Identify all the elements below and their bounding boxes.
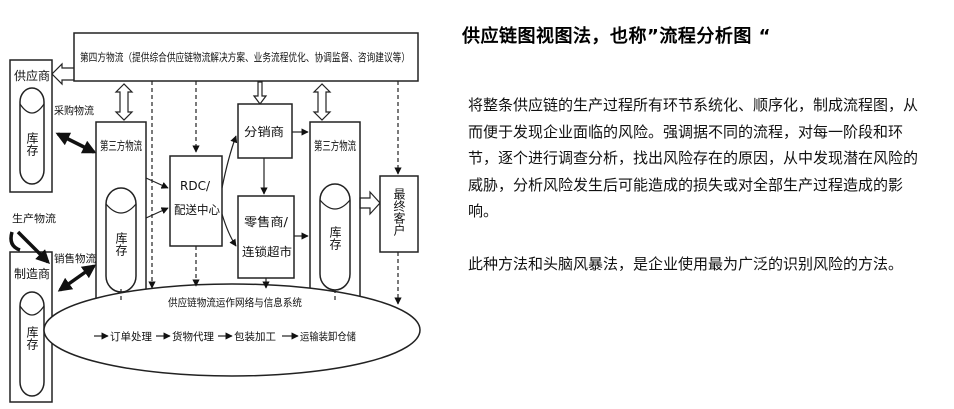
logistics-network-title: 供应链物流运作网络与信息系统 [168,296,302,309]
sales-logistics-arrow [57,264,97,292]
rdc-label-line1: RDC/ [180,179,211,193]
fourth-party-logistics-label: 第四方物流（提供综合供应链物流解决方案、业务流程优化、协调监督、咨询建议等） [80,50,410,64]
arrow-tpl-to-rdc-lower [145,207,169,219]
tpl-right-cylinder-rim [319,199,351,210]
retailer-box [237,195,295,279]
text-panel: 供应链图视图法，也称”流程分析图 “ 将整条供应链的生产过程所有环节系统化、顺序… [458,22,938,303]
arrow-rdc-to-retailer [221,213,237,247]
manufacturer-cylinder-rim [19,305,45,316]
retailer-label-line2: 连锁超市 [242,244,292,259]
page-title: 供应链图视图法，也称”流程分析图 “ [462,26,771,47]
production-curve [9,231,21,252]
ellipse-step-3: 运输装卸仓储 [300,330,356,343]
distributor-box [237,103,293,159]
purchase-logistics-label: 采购物流 [54,104,94,117]
ellipse-step-0: 订单处理 [110,331,152,343]
double-arrow-tpl-left [114,83,134,121]
supply-chain-diagram: 第四方物流（提供综合供应链物流解决方案、业务流程优化、协调监督、咨询建议等） 供… [9,32,421,403]
arrow-tpl-to-rdc-upper [145,177,169,189]
paragraph-1: 将整条供应链的生产过程所有环节系统化、顺序化，制成流程图，从而便于发现企业面临的… [468,96,919,220]
tpl-left-cylinder-rim [105,203,137,214]
ellipse-step-2: 包装加工 [234,330,276,343]
final-customer-label: 最终客户 [392,188,406,237]
production-logistics-arrow [16,230,50,264]
manufacturer-inventory-cylinder [19,291,45,397]
double-arrow-tpl-right [312,83,332,121]
logistics-network-ellipse [43,283,421,377]
production-logistics-label: 生产物流 [12,212,57,225]
hollow-arrow-distributor [252,81,268,105]
tpl-left-inventory-label: 库存 [114,231,128,256]
arrow-rdc-to-distributor [221,135,238,189]
paragraph-2: 此种方法和头脑风暴法，是企业使用最为广泛的识别风险的方法。 [468,254,904,273]
distributor-label: 分销商 [244,124,284,139]
supplier-inventory-label: 库存 [25,131,39,156]
tpl-right-label: 第三方物流 [314,138,356,153]
tpl-right-inventory-label: 库存 [328,225,342,250]
hollow-arrow-to-supplier [51,62,74,86]
sales-logistics-label: 销售物流 [54,252,96,265]
supplier-cylinder-rim [19,103,45,114]
ellipse-step-1: 货物代理 [172,330,214,343]
rdc-label-line2: 配送中心 [174,202,220,217]
hollow-arrow-to-customer [359,190,381,216]
supplier-label: 供应商 [14,68,50,83]
retailer-label-line1: 零售商/ [244,214,289,229]
manufacturer-label: 制造商 [14,266,50,281]
purchase-logistics-arrow [55,132,97,154]
final-customer-box [379,175,419,253]
tpl-left-label: 第三方物流 [100,138,142,153]
supplier-inventory-cylinder [19,87,45,185]
fourth-party-logistics-box [73,32,419,82]
manufacturer-inventory-label: 库存 [25,325,39,350]
rdc-box [169,155,223,247]
